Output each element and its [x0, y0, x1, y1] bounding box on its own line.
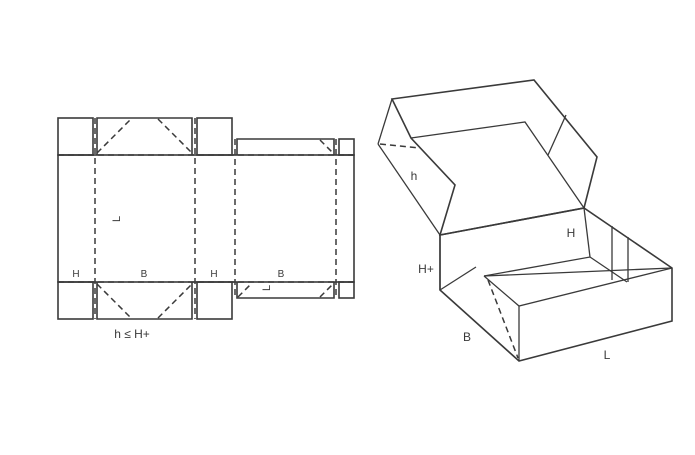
fold-diag-bottom-right [157, 283, 193, 319]
lid-left-fold [379, 143, 421, 149]
lid-left-lower-edge [377, 143, 441, 236]
fold-diag-top-left [96, 118, 132, 154]
flap-top-1 [57, 117, 94, 156]
fold-corner-bottom-left [237, 282, 253, 298]
box-3d: h H H+ B L [377, 79, 673, 362]
fold-diag-top-right [157, 118, 193, 154]
flap-top-2 [96, 117, 193, 155]
flap-top-4 [236, 138, 335, 155]
flap-bottom-2 [96, 282, 193, 320]
lid-left-edge [377, 98, 393, 145]
label-h-height: H [567, 226, 576, 240]
flap-bottom-4 [236, 282, 335, 299]
label-constraint: h ≤ H+ [114, 327, 150, 341]
side-flap-top [439, 266, 477, 291]
lid-right-flap-line [547, 114, 567, 156]
fold-corner-bottom-right [319, 282, 335, 298]
side-diagonal-fold [487, 279, 519, 359]
flap-top-5 [338, 138, 355, 156]
label-h-left: H [72, 269, 79, 280]
label-l-small: L [261, 285, 273, 291]
label-h-plus: H+ [418, 262, 434, 276]
rim-back-edge [483, 267, 673, 277]
fold-corner-top-right [319, 139, 335, 155]
label-b-center: B [141, 269, 148, 280]
inner-back-corner [583, 207, 591, 258]
flap-bottom-1 [57, 281, 94, 320]
flat-body-outline [57, 154, 355, 283]
flap-bottom-3 [196, 281, 233, 320]
label-h-lid: h [411, 169, 418, 183]
lid-inner-edges [410, 121, 585, 209]
flat-layout: L H B H B L h ≤ H+ [57, 117, 355, 341]
fold-diag-bottom-left [96, 283, 132, 319]
flap-top-3 [196, 117, 233, 156]
label-b-width: B [463, 330, 471, 344]
flap-bottom-5 [338, 281, 355, 299]
inner-floor-edge [483, 256, 628, 283]
label-h-right: H [210, 269, 217, 280]
rim-front-edge [483, 267, 673, 307]
box-body-outline [439, 207, 673, 362]
label-b-right: B [278, 269, 285, 280]
label-l-length: L [604, 348, 611, 362]
label-l-main: L [111, 216, 123, 222]
